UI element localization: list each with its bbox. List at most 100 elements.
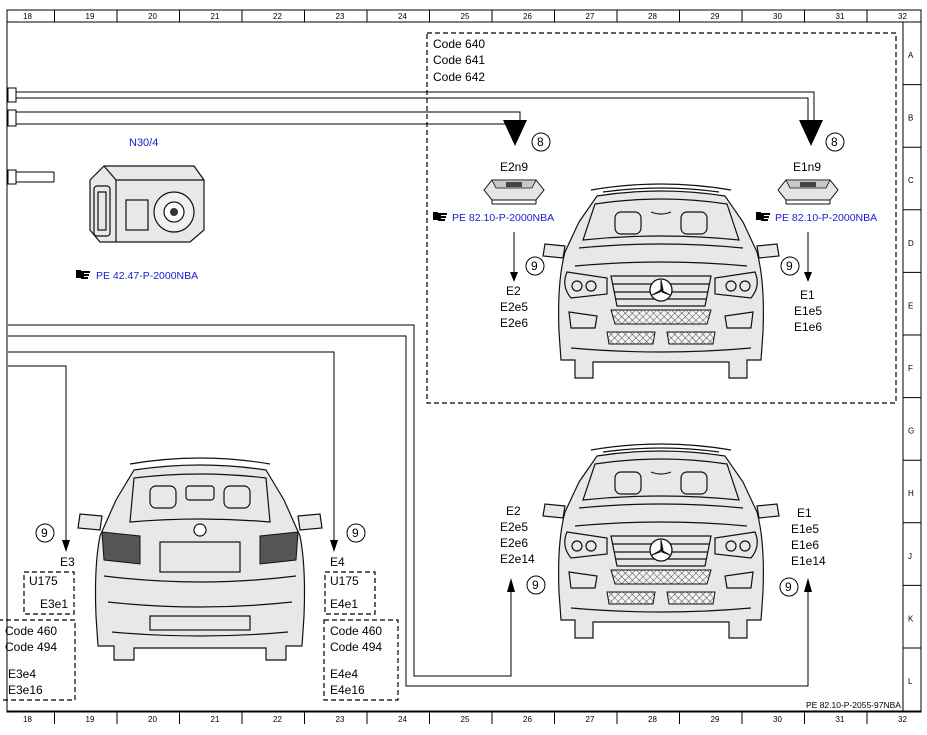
grid-column-label: 24 — [398, 715, 407, 724]
grid-row-label: J — [908, 552, 912, 561]
wiring — [7, 87, 823, 687]
svg-text:9: 9 — [532, 578, 539, 592]
grid-column-label: 19 — [86, 715, 95, 724]
e1n9-ref: PE 82.10-P-2000NBA — [775, 212, 877, 224]
svg-text:8: 8 — [537, 135, 544, 149]
front-left-top-badge — [525, 256, 545, 276]
grid-column-label: 28 — [648, 715, 657, 724]
front-right-bottom-badge — [779, 577, 799, 597]
front-left-bottom-line-3: E2e6 — [500, 536, 528, 550]
front-right-bottom-line-4: E1e14 — [791, 554, 826, 568]
grid-column-label: 26 — [523, 715, 532, 724]
footer-reference: PE 82.10-P-2055-97NBA — [806, 700, 901, 710]
grid-row-label: G — [908, 427, 914, 436]
grid-column-label: 21 — [211, 12, 220, 21]
grid-column-label: 29 — [711, 715, 720, 724]
grid-column-label: 20 — [148, 12, 157, 21]
grid-column-label: 32 — [898, 715, 907, 724]
rear-right-code-1: Code 460 — [330, 624, 382, 638]
grid-row-label: D — [908, 239, 914, 248]
grid-row-label: H — [908, 489, 914, 498]
code-boundary-box — [426, 32, 897, 404]
rear-right-item-1: E4e4 — [330, 667, 358, 681]
rear-left-code-2: Code 494 — [5, 640, 57, 654]
front-right-top-badge — [780, 256, 800, 276]
grid-column-label: 28 — [648, 12, 657, 21]
front-right-top-line-1: E1 — [800, 288, 815, 302]
rear-right-label: E4 — [330, 555, 345, 569]
grid-row-label: L — [908, 677, 913, 686]
front-left-bottom-line-1: E2 — [506, 504, 521, 518]
svg-text:9: 9 — [41, 526, 48, 540]
svg-text:9: 9 — [531, 259, 538, 273]
svg-text:9: 9 — [786, 259, 793, 273]
rear-right-badge — [346, 523, 366, 543]
grid-column-label: 18 — [23, 715, 32, 724]
grid-column-label: 20 — [148, 715, 157, 724]
grid-column-label: 31 — [836, 715, 845, 724]
pointing-hand-icon — [756, 212, 770, 221]
front-right-top-line-3: E1e6 — [794, 320, 822, 334]
grid-row-label: F — [908, 364, 913, 373]
rear-left-item-1: E3e4 — [8, 667, 36, 681]
front-right-bottom-line-2: E1e5 — [791, 522, 819, 536]
n30-label: N30/4 — [129, 137, 158, 149]
pointing-hand-icon — [433, 212, 447, 221]
grid-column-label: 19 — [86, 12, 95, 21]
front-left-bottom-badge — [526, 575, 546, 595]
front-left-top-line-2: E2e5 — [500, 300, 528, 314]
rear-left-badge — [35, 523, 55, 543]
grid-column-label: 22 — [273, 12, 282, 21]
e2n9-control-unit-icon — [483, 179, 545, 205]
grid-column-label: 26 — [523, 12, 532, 21]
front-vehicle-bottom-illustration — [542, 443, 780, 639]
e2n9-ref: PE 82.10-P-2000NBA — [452, 212, 554, 224]
front-vehicle-top-illustration — [542, 183, 780, 379]
rear-left-u-item: E3e1 — [40, 597, 68, 611]
e1n9-badge — [825, 132, 845, 152]
front-left-bottom-line-4: E2e14 — [500, 552, 535, 566]
front-right-top-line-2: E1e5 — [794, 304, 822, 318]
front-left-bottom-line-2: E2e5 — [500, 520, 528, 534]
e2n9-badge — [531, 132, 551, 152]
code-line-3: Code 642 — [433, 70, 485, 84]
drawing-frame: 1818191920202121222223232424252526262727… — [6, 9, 922, 724]
rear-right-item-2: E4e16 — [330, 683, 365, 697]
e1n9-label: E1n9 — [793, 160, 821, 174]
grid-row-label: B — [908, 114, 913, 123]
rear-left-code-1: Code 460 — [5, 624, 57, 638]
grid-column-label: 23 — [336, 12, 345, 21]
svg-text:9: 9 — [352, 526, 359, 540]
pointing-hand-icon — [76, 270, 90, 279]
code-line-2: Code 641 — [433, 53, 485, 67]
grid-column-label: 24 — [398, 12, 407, 21]
grid-row-label: E — [908, 301, 913, 310]
rear-left-item-2: E3e16 — [8, 683, 43, 697]
rear-right-u-code: U175 — [330, 574, 359, 588]
grid-column-label: 21 — [211, 715, 220, 724]
grid-column-label: 23 — [336, 715, 345, 724]
grid-row-label: C — [908, 176, 914, 185]
svg-text:8: 8 — [831, 135, 838, 149]
rear-right-code-2: Code 494 — [330, 640, 382, 654]
svg-text:9: 9 — [785, 580, 792, 594]
grid-row-label: A — [908, 51, 914, 60]
grid-column-label: 29 — [711, 12, 720, 21]
rear-right-u-item: E4e1 — [330, 597, 358, 611]
rear-left-u-code: U175 — [29, 574, 58, 588]
grid-column-label: 27 — [586, 715, 595, 724]
rear-vehicle-illustration — [77, 457, 323, 661]
grid-column-label: 27 — [586, 12, 595, 21]
front-left-top-line-1: E2 — [506, 284, 521, 298]
rear-left-label: E3 — [60, 555, 75, 569]
grid-column-label: 30 — [773, 715, 782, 724]
grid-column-label: 30 — [773, 12, 782, 21]
grid-column-label: 18 — [23, 12, 32, 21]
grid-column-label: 31 — [836, 12, 845, 21]
front-right-bottom-line-3: E1e6 — [791, 538, 819, 552]
e2n9-label: E2n9 — [500, 160, 528, 174]
abs-unit-icon — [89, 165, 205, 243]
grid-column-label: 22 — [273, 715, 282, 724]
front-right-bottom-line-1: E1 — [797, 506, 812, 520]
